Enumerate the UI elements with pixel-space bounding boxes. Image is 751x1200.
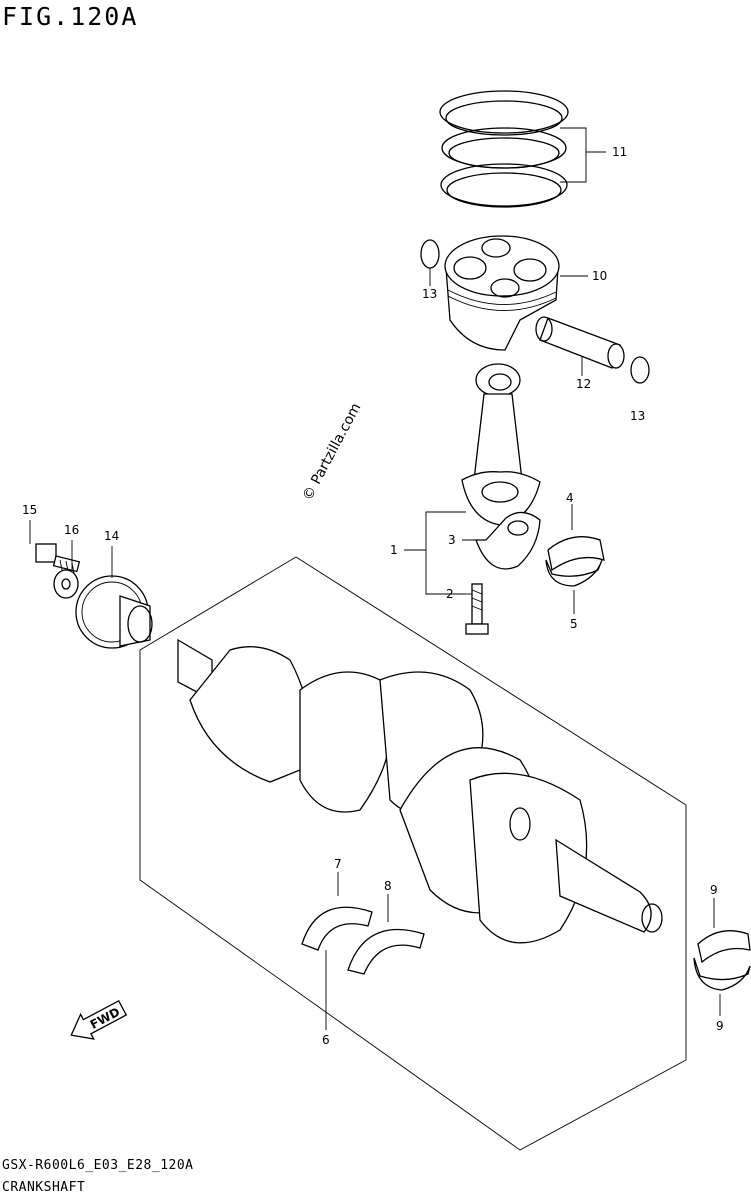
callout-11: 11 [612,145,627,159]
washer [53,569,79,599]
callout-14: 14 [104,529,119,543]
flange-bolt [35,543,81,574]
connecting-rod [461,363,541,570]
callout-5: 5 [570,617,578,631]
leader-lines [29,127,721,1030]
thrust-bearings [301,906,425,975]
callout-12: 12 [576,377,591,391]
callout-2: 2 [446,587,454,601]
crankshaft-assembly-outline [139,556,687,1151]
circlip-left [420,239,440,269]
piston-pin [535,316,625,369]
callout-9-bottom: 9 [716,1019,724,1033]
conrod-bearing [545,536,605,587]
figure-code: GSX-R600L6_E03_E28_120A [2,1158,194,1173]
piston [444,235,560,351]
piston-rings [439,90,569,208]
callout-13-left: 13 [422,287,437,301]
figure-caption: CRANKSHAFT [2,1180,86,1195]
cam-drive-gear [75,575,153,649]
callout-16: 16 [64,523,79,537]
callout-10: 10 [592,269,607,283]
callout-4: 4 [566,491,574,505]
callout-3: 3 [448,533,456,547]
crankshaft [177,638,663,944]
callout-13-right: 13 [630,409,645,423]
callout-6: 6 [322,1033,330,1047]
callout-8: 8 [384,879,392,893]
callout-9-top: 9 [710,883,718,897]
callout-7: 7 [334,857,342,871]
fwd-arrow-icon: FWD [70,999,128,1040]
circlip-right [630,356,650,384]
conrod-bolt [465,583,489,635]
figure-title: FIG.120A [2,2,139,31]
callout-15: 15 [22,503,37,517]
callout-1: 1 [390,543,398,557]
callout-labels: 11 10 13 12 13 1 3 2 4 5 15 16 14 7 8 6 … [22,145,724,1047]
main-bearing [693,930,751,991]
